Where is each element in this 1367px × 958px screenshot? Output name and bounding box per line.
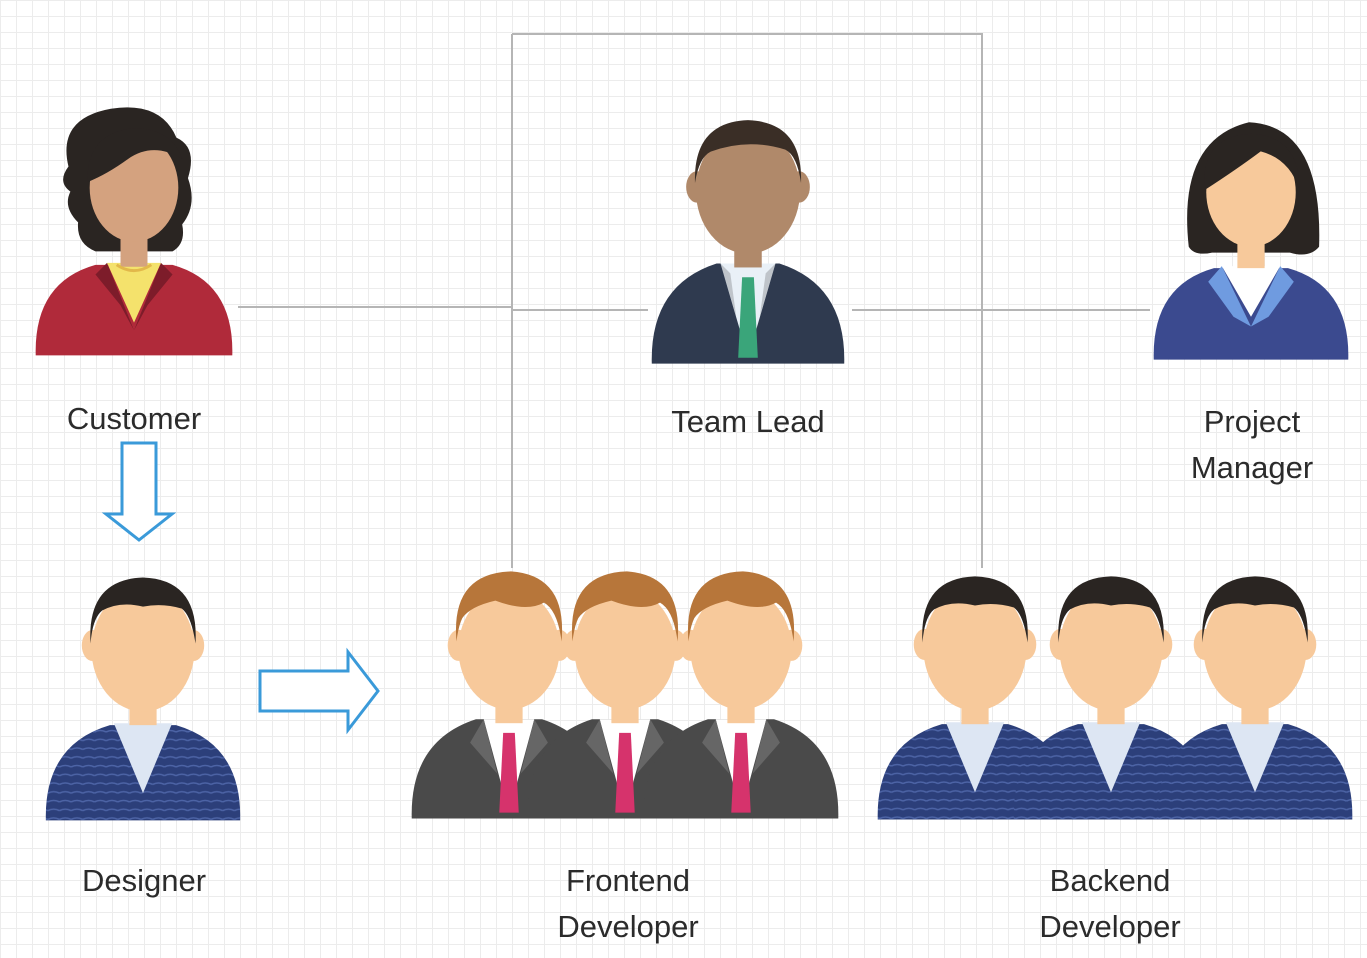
backend-developer-label-line-2: Developer [1039, 909, 1181, 944]
edge-top-bracket [512, 33, 983, 568]
arrow-down-icon [101, 441, 177, 542]
customer-figure-icon [34, 105, 234, 357]
project-manager-figure-icon [1153, 122, 1349, 360]
project-manager-label-line-1: Project [1203, 404, 1301, 439]
arrow-right-icon [258, 647, 380, 735]
backend-group-icon [877, 576, 1353, 820]
designer-figure-icon [45, 577, 241, 821]
frontend-developer-label: Frontend Developer [518, 858, 738, 950]
backend-developer-label: Backend Developer [1000, 858, 1220, 950]
frontend-developer-label-line-2: Developer [557, 909, 699, 944]
customer-label-line: Customer [66, 401, 202, 436]
project-manager-label-line-2: Manager [1190, 450, 1314, 485]
customer-label: Customer [34, 396, 234, 442]
frontend-developer-label-line-1: Frontend [565, 863, 691, 898]
frontend-group-icon [411, 571, 839, 819]
designer-label: Designer [44, 858, 244, 904]
team-lead-label-line: Team Lead [671, 404, 825, 439]
backend-person-icon [1157, 576, 1353, 820]
designer-label-line: Designer [81, 863, 207, 898]
project-manager-label: Project Manager [1150, 399, 1354, 491]
connector-lines [238, 33, 1150, 568]
backend-developer-label-line-1: Backend [1049, 863, 1171, 898]
team-lead-figure-icon [651, 120, 845, 364]
team-lead-label: Team Lead [638, 399, 858, 445]
